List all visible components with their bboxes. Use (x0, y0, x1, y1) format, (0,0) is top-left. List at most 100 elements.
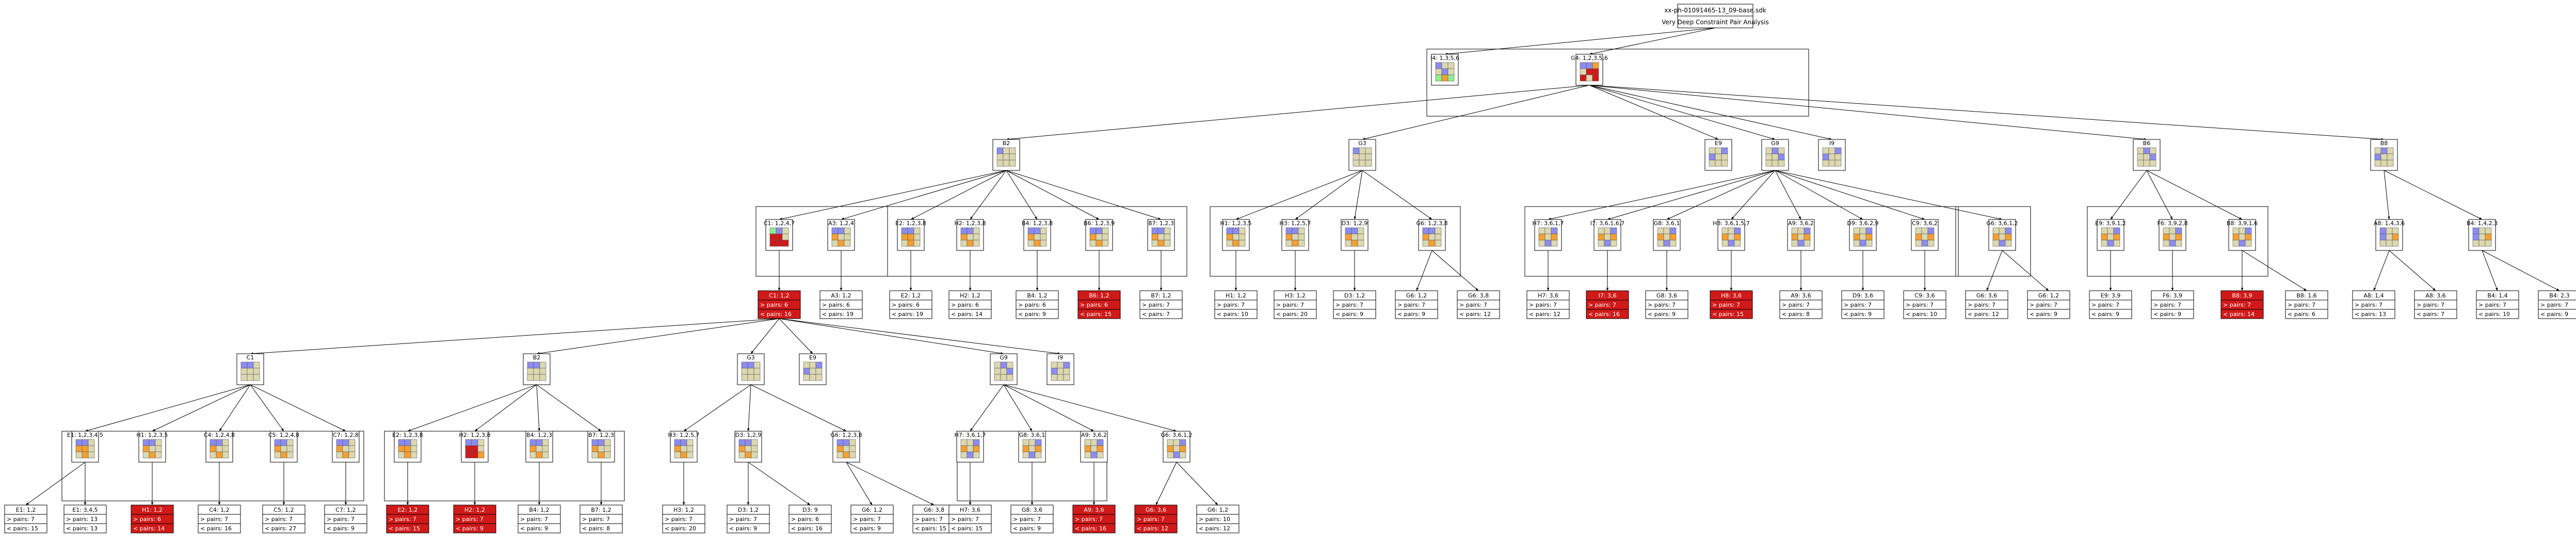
grid-cell (1365, 153, 1372, 161)
edge-arrowhead (1091, 429, 1094, 431)
grid-node: F6: 3,9,2,8 (2157, 219, 2188, 251)
edge-arrowhead (1031, 502, 1034, 505)
grid-cell (1028, 445, 1036, 452)
leaf-pairs-less: < pairs: 19 (822, 311, 854, 318)
edge-arrowhead (1096, 217, 1099, 219)
tree-edge (1775, 170, 1925, 220)
edge-arrowhead (1354, 216, 1357, 219)
grid-cell (1797, 240, 1805, 247)
leaf-pairs-less: < pairs: 9 (729, 525, 757, 532)
grid-cell (477, 439, 485, 446)
tree-edge (683, 384, 751, 432)
leaf-node-conflict: I7: 3,6> pairs: 7< pairs: 16 (1586, 290, 1629, 319)
grid-cell (533, 374, 540, 381)
edge-arrowhead (682, 502, 685, 505)
edge-arrowhead (751, 351, 754, 354)
tree-edge (1589, 85, 2147, 140)
grid-cell (1853, 227, 1860, 234)
edge-arrowhead (1295, 216, 1298, 219)
grid-cell (1006, 374, 1013, 381)
grid-cell (336, 439, 343, 446)
tree-edge (750, 318, 780, 354)
edge-arrowhead (1922, 217, 1925, 220)
grid-cell (1051, 374, 1058, 381)
grid-cell (2232, 227, 2240, 234)
grid-cell (1657, 233, 1664, 241)
grid-cell (2163, 240, 2170, 247)
grid-cell (216, 439, 223, 446)
leaf-pairs-greater: > pairs: 7 (520, 516, 548, 523)
grid-node: G8: 3,6,1 (1653, 219, 1681, 251)
grid-node: B6 (2133, 139, 2161, 171)
grid-cell (398, 451, 405, 459)
edge-arrowhead (1547, 288, 1550, 291)
grid-cell (1538, 240, 1545, 247)
grid-cell (680, 451, 687, 459)
leaf-node: H1: 1,2> pairs: 7< pairs: 10 (1214, 290, 1258, 319)
grid-node: A3: 1,2,4 (827, 219, 855, 251)
grid-cell (1435, 240, 1442, 247)
tree-edge (1731, 170, 1776, 220)
grid-cell (2163, 233, 2170, 241)
grid-cell (1828, 147, 1836, 154)
grid-node: D3: 1,2,9 (734, 431, 762, 463)
grid-cell (809, 368, 816, 375)
grid-cell (155, 445, 162, 452)
leaf-label: B4: 2,3 (2549, 292, 2569, 299)
grid-cell (404, 451, 411, 459)
grid-cell (274, 451, 281, 459)
node-label: C5: 1,2,4,8 (268, 432, 299, 438)
grid-node: I4: 1,3,5,6 (1430, 54, 1459, 86)
grid-cell (1765, 160, 1773, 167)
grid-cell (1422, 240, 1429, 247)
grid-cell (1828, 160, 1836, 167)
grid-cell (686, 451, 694, 459)
edge-arrowhead (1715, 137, 1718, 140)
leaf-pairs-less: < pairs: 19 (892, 311, 923, 318)
tree-edge (2482, 250, 2498, 291)
grid-cell (960, 227, 968, 234)
grid-cell (1999, 240, 2006, 247)
grid-cell (901, 233, 908, 241)
grid-cell (741, 368, 748, 375)
grid-cell (342, 445, 349, 452)
grid-cell (1232, 240, 1239, 247)
grid-node: C4: 1,2,4,8 (204, 431, 235, 463)
leaf-label: A9: 3,6 (1791, 292, 1811, 299)
grid-cell (536, 445, 543, 452)
grid-cell (2485, 240, 2492, 247)
tree-edge (970, 384, 1004, 432)
grid-cell (1096, 227, 1103, 234)
leaf-label: G6: 1,2 (1406, 292, 1427, 299)
grid-cell (210, 445, 217, 452)
edge-arrowhead (1731, 216, 1734, 219)
grid-cell (142, 451, 150, 459)
tree-edge (1416, 250, 1432, 291)
grid-cell (776, 233, 783, 241)
grid-cell (1422, 233, 1429, 241)
leaf-pairs-less: < pairs: 12 (1137, 525, 1168, 532)
leaf-label: D3: 1,2 (738, 507, 759, 513)
grid-cell (142, 439, 150, 446)
grid-cell (1551, 227, 1558, 234)
grid-cell (280, 451, 287, 459)
grid-cell (2245, 240, 2252, 247)
leaf-label: G6: 3,8 (1468, 292, 1489, 299)
grid-cell (1034, 240, 1041, 247)
tree-edge (1295, 170, 1363, 220)
node-label: C7: 1,2,8 (333, 432, 359, 438)
edge-arrowhead (810, 351, 813, 354)
node-label: G6: 3,6,1,2 (1986, 220, 2018, 227)
grid-cell (1238, 240, 1246, 247)
leaf-pairs-less: < pairs: 16 (760, 311, 792, 318)
edge-arrowhead (1029, 428, 1032, 431)
grid-cell (1765, 147, 1773, 154)
node-label: G9 (1771, 140, 1779, 147)
grid-cell (809, 374, 816, 381)
node-label: B8: 3,9,1,6 (2227, 220, 2258, 227)
grid-cell (1035, 439, 1042, 446)
grid-cell (598, 439, 605, 446)
leaf-pairs-greater: > pairs: 7 (729, 516, 757, 523)
edge-arrowhead (219, 428, 222, 431)
grid-cell (1096, 240, 1103, 247)
